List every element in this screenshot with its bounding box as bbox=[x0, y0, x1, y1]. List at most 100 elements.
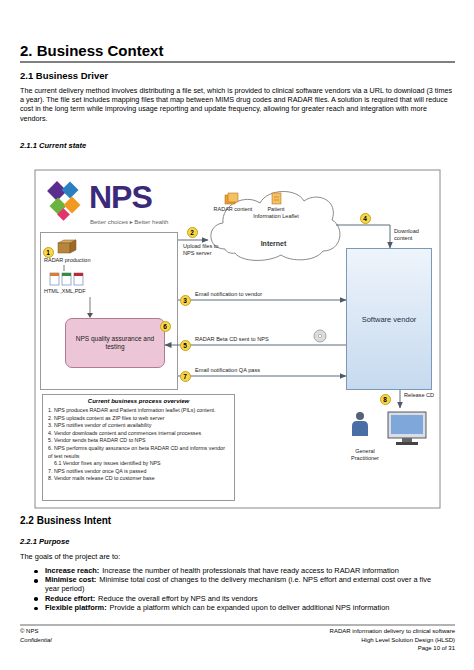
callout-number: 2 bbox=[187, 227, 198, 238]
node-text: NPS quality assurance and testing bbox=[66, 332, 164, 354]
edge-label: Upload files to NPS server bbox=[183, 243, 231, 257]
bullet-item: Increase reach:Increase the number of he… bbox=[45, 567, 443, 576]
file-icon bbox=[74, 273, 83, 276]
bullet-item: Reduce effort:Reduce the overall effort … bbox=[45, 595, 443, 604]
vendor-box: Software vendor bbox=[346, 248, 432, 390]
overview-step: 7. NPS notifies vendor once QA is passed bbox=[48, 468, 229, 476]
bullet-text: Reduce the overall effort by NPS and its… bbox=[98, 594, 258, 603]
leaflet-icon bbox=[274, 197, 279, 198]
overview-step: 1. NPS produces RADAR and Patient inform… bbox=[48, 407, 229, 415]
callout-number: 4 bbox=[360, 213, 371, 224]
heading-rule bbox=[20, 62, 455, 63]
section-heading: 2.2 Business Intent bbox=[20, 515, 320, 527]
node-text: Internet bbox=[205, 240, 342, 247]
bullet-term: Minimise cost: bbox=[45, 575, 96, 584]
body-text: The goals of the project are to: bbox=[20, 553, 320, 562]
logo-piece bbox=[62, 182, 79, 199]
computer-icon bbox=[388, 412, 426, 438]
section-heading: 2.1 Business Driver bbox=[20, 70, 320, 81]
bullet-text: Minimise total cost of changes to the de… bbox=[45, 575, 431, 593]
icon-label: HTML ,XML,PDF bbox=[44, 288, 124, 295]
subsection-heading: 2.2.1 Purpose bbox=[20, 537, 320, 546]
overview-step: 3. NPS notifies vendor of content availa… bbox=[48, 422, 229, 430]
box-icon bbox=[58, 240, 76, 243]
callout-number: 5 bbox=[180, 340, 191, 351]
overview-step: 5. Vendor sends beta RADAR CD to NPS bbox=[48, 437, 229, 445]
bullet-item: Minimise cost:Minimise total cost of cha… bbox=[45, 576, 443, 594]
leader-line bbox=[90, 297, 91, 314]
bullet-list: Increase reach:Increase the number of he… bbox=[45, 567, 443, 613]
page-title: 2. Business Context bbox=[20, 42, 450, 60]
file-icon bbox=[62, 273, 71, 285]
callout-number: 6 bbox=[160, 321, 171, 332]
overview-step: 6. NPS performs quality assurance on bet… bbox=[48, 445, 229, 460]
file-icon bbox=[62, 273, 71, 276]
node-text: General Practitioner bbox=[345, 448, 385, 461]
flow-arrow bbox=[165, 345, 346, 346]
flow-arrow bbox=[400, 390, 401, 408]
bullet-text: Provide a platform which can be expanded… bbox=[110, 603, 390, 612]
box-icon bbox=[70, 240, 76, 253]
node-text: Software vendor bbox=[362, 315, 417, 324]
qa-box: NPS quality assurance and testing bbox=[65, 318, 165, 368]
callout-number: 1 bbox=[43, 247, 54, 258]
logo-piece bbox=[64, 197, 81, 214]
flow-arrow bbox=[178, 240, 208, 241]
bullet-term: Increase reach: bbox=[45, 566, 99, 575]
gp-node: General Practitioner bbox=[345, 408, 435, 466]
internet-cloud: Internet bbox=[205, 185, 342, 263]
bullet-term: Reduce effort: bbox=[45, 594, 95, 603]
flow-arrow bbox=[178, 376, 346, 377]
footer-text: © NPS bbox=[20, 628, 170, 635]
leaflet-icon bbox=[274, 200, 279, 201]
process-overview-box: Current business process overview 1. NPS … bbox=[42, 394, 235, 501]
edge-label: Download content bbox=[394, 228, 432, 242]
logo-piece bbox=[50, 198, 67, 215]
overview-heading: Current business process overview bbox=[48, 398, 229, 404]
computer-icon bbox=[396, 442, 418, 445]
callout-number: 7 bbox=[180, 371, 191, 382]
bullet-dot bbox=[34, 607, 38, 611]
content-icon bbox=[225, 195, 235, 204]
callout-number: 8 bbox=[380, 394, 391, 405]
edge-label: Release CD bbox=[404, 392, 438, 399]
bullet-item: Flexible platform:Provide a platform whi… bbox=[45, 604, 443, 613]
flow-arrow bbox=[178, 300, 346, 301]
leader-arrowhead bbox=[87, 313, 93, 318]
subsection-heading: 2.1.1 Current state bbox=[20, 141, 320, 150]
cd-icon bbox=[314, 330, 326, 342]
logo-piece bbox=[47, 181, 67, 201]
overview-step: 8. Vendor mails release CD to customer b… bbox=[48, 475, 229, 483]
icon-label: Patient Information Leaflet bbox=[253, 206, 299, 219]
logo-piece bbox=[57, 208, 70, 221]
box-icon bbox=[58, 243, 70, 253]
bullet-term: Flexible platform: bbox=[45, 603, 107, 612]
footer-text: High Level Solution Design (HLSD) bbox=[255, 637, 455, 644]
body-paragraph: The current delivery method involves dis… bbox=[20, 86, 455, 123]
bullet-dot bbox=[34, 570, 38, 574]
leader-line bbox=[64, 265, 65, 271]
footer-text: Confidential bbox=[20, 637, 170, 644]
bullet-text: Increase the number of health profession… bbox=[102, 566, 399, 575]
footer-text: RADAR information delivery to clinical s… bbox=[255, 628, 455, 635]
icon-label: RADAR production bbox=[44, 257, 124, 264]
icon-label: RADAR content bbox=[213, 206, 253, 213]
file-icon bbox=[50, 273, 59, 276]
logo-text: NPS bbox=[89, 179, 152, 216]
cloud-outline bbox=[205, 185, 342, 263]
cd-icon bbox=[318, 334, 321, 337]
flow-arrow bbox=[336, 225, 390, 248]
edge-label: Email notification QA pass bbox=[195, 367, 315, 374]
bullet-dot bbox=[34, 597, 38, 601]
overview-step: 2. NPS uploads content as ZIP files to w… bbox=[48, 415, 229, 423]
footer-text: Page 10 of 31 bbox=[255, 645, 455, 652]
bullet-dot bbox=[34, 579, 38, 583]
computer-icon bbox=[402, 438, 412, 442]
computer-icon bbox=[391, 415, 423, 434]
footer-rule bbox=[20, 625, 455, 626]
file-icon bbox=[74, 273, 83, 285]
overview-step: 6.1 Vendor fixes any issues identified b… bbox=[48, 460, 229, 468]
content-icon bbox=[228, 193, 238, 202]
overview-step: 4. Vendor downloads content and commence… bbox=[48, 430, 229, 438]
